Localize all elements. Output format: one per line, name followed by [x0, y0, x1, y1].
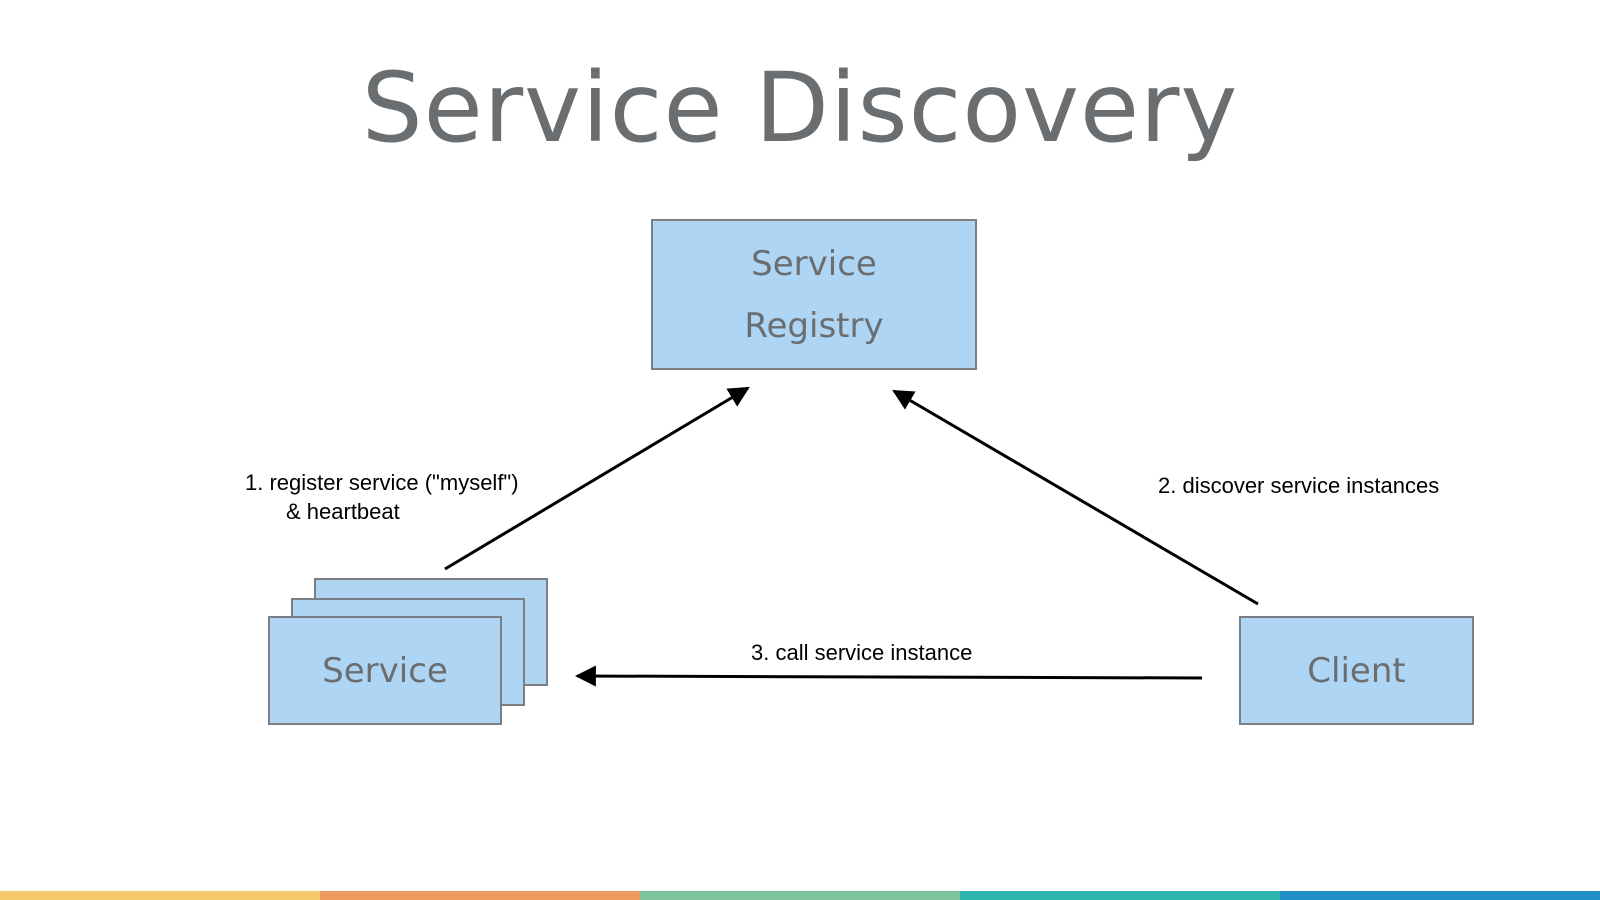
footer-stripe-2 — [320, 891, 640, 900]
page-title: Service Discovery — [361, 52, 1239, 164]
footer-stripe-3 — [640, 891, 960, 900]
client-box: Client — [1239, 616, 1474, 725]
client-label: Client — [1307, 650, 1406, 691]
registry-label-line1: Service — [751, 243, 877, 284]
call-label: 3. call service instance — [751, 640, 973, 665]
register-arrow — [444, 386, 750, 571]
call-arrow — [574, 665, 1203, 687]
service-instance-box: Service — [268, 616, 502, 725]
footer-stripe-4 — [960, 891, 1280, 900]
footer-stripe-5 — [1280, 891, 1600, 900]
service-label: Service — [322, 650, 448, 691]
discover-arrow — [892, 389, 1259, 606]
registry-label-line2: Registry — [744, 305, 884, 346]
register-label-line1: 1. register service ("myself") — [245, 470, 519, 495]
footer-stripe-1 — [0, 891, 320, 900]
register-label-line2: & heartbeat — [286, 499, 400, 524]
service-registry-box: Service Registry — [651, 219, 977, 370]
discover-label: 2. discover service instances — [1158, 473, 1440, 498]
